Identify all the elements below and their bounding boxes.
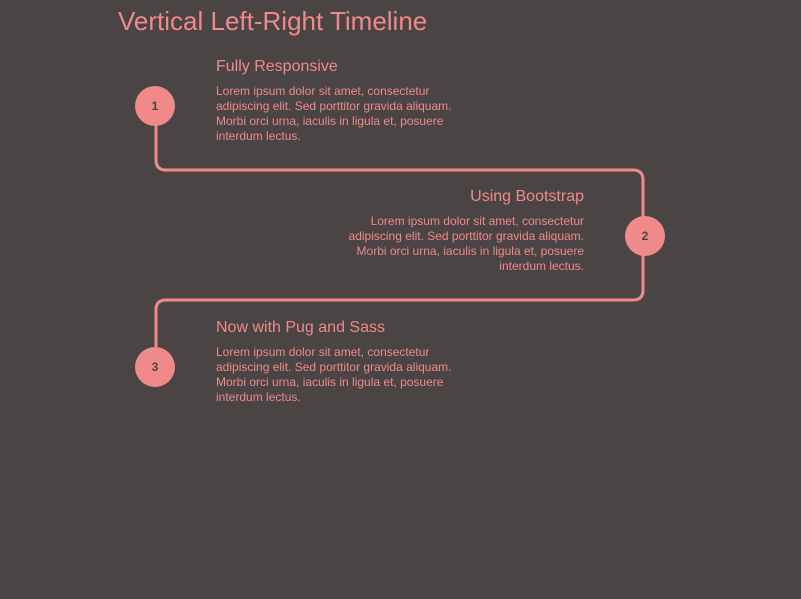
timeline-item-text: Lorem ipsum dolor sit amet, consectetur … <box>348 214 584 273</box>
timeline-step-1-marker: 1 <box>135 86 175 126</box>
timeline-item-text: Lorem ipsum dolor sit amet, consectetur … <box>216 345 452 404</box>
timeline-item-title: Using Bootstrap <box>470 188 584 205</box>
timeline-item-title: Fully Responsive <box>216 58 338 75</box>
timeline-item-title: Now with Pug and Sass <box>216 319 385 336</box>
timeline-item-text: Lorem ipsum dolor sit amet, consectetur … <box>216 84 452 143</box>
timeline-step-3-marker: 3 <box>135 347 175 387</box>
timeline-item-1: Fully Responsive Lorem ipsum dolor sit a… <box>216 58 484 144</box>
timeline-step-2-marker: 2 <box>625 216 665 256</box>
timeline-item-2: Using Bootstrap Lorem ipsum dolor sit am… <box>316 188 584 274</box>
timeline-item-3: Now with Pug and Sass Lorem ipsum dolor … <box>216 319 484 405</box>
page-title: Vertical Left-Right Timeline <box>118 6 428 36</box>
